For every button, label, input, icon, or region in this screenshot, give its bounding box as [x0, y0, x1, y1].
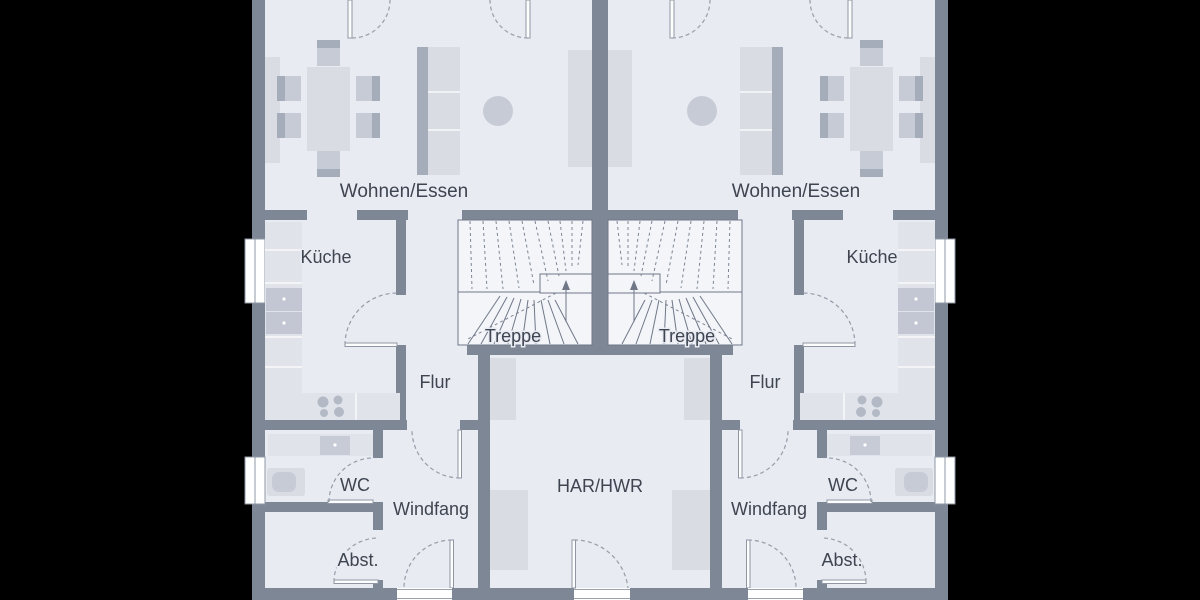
- sideboard: [265, 50, 592, 167]
- dining-table: [277, 40, 380, 177]
- stove-icon: [317, 395, 344, 417]
- door-swing-hall-vestibule: [411, 429, 462, 479]
- room-label-vestibule-left: Windfang: [393, 499, 469, 519]
- room-label-stairs-left: Treppe: [485, 326, 541, 346]
- door-swing-wc: [327, 457, 374, 504]
- room-label-storage-left: Abst.: [337, 550, 378, 570]
- utility-door-swing: [571, 539, 629, 589]
- door-swing-storage: [333, 537, 379, 584]
- kitchen-counter: [265, 222, 400, 420]
- room-label-wc-right: WC: [828, 475, 858, 495]
- shelf-unit: [417, 47, 460, 175]
- stair-treads-upper: [469, 220, 584, 290]
- toilet-icon: [267, 468, 305, 496]
- bottom-outer-wall: [252, 588, 948, 600]
- room-label-living-right: Wohnen/Essen: [732, 181, 861, 202]
- room-label-hall-left: Flur: [420, 372, 451, 392]
- room-label-wc-left: WC: [340, 475, 370, 495]
- room-labels: Wohnen/Essen Wohnen/Essen Küche Küche Tr…: [299, 180, 899, 572]
- door-swing-kitchen: [344, 292, 398, 347]
- staircase: [457, 219, 593, 346]
- room-label-utility: HAR/HWR: [557, 476, 643, 496]
- room-label-hall-right: Flur: [750, 372, 781, 392]
- patio-door-icon: [347, 0, 531, 39]
- room-label-vestibule-right: Windfang: [731, 499, 807, 519]
- room-label-kitchen-right: Küche: [846, 247, 897, 267]
- left-unit: [244, 0, 600, 600]
- wc-sink: [268, 434, 373, 456]
- side-table: [483, 96, 513, 126]
- stair-direction-arrow: [562, 280, 570, 322]
- window-icon: [244, 238, 266, 505]
- room-label-stairs-right: Treppe: [659, 326, 715, 346]
- room-label-storage-right: Abst.: [821, 550, 862, 570]
- room-label-kitchen-left: Küche: [300, 247, 351, 267]
- room-label-living-left: Wohnen/Essen: [340, 181, 469, 202]
- utility-cabinet: [490, 358, 528, 570]
